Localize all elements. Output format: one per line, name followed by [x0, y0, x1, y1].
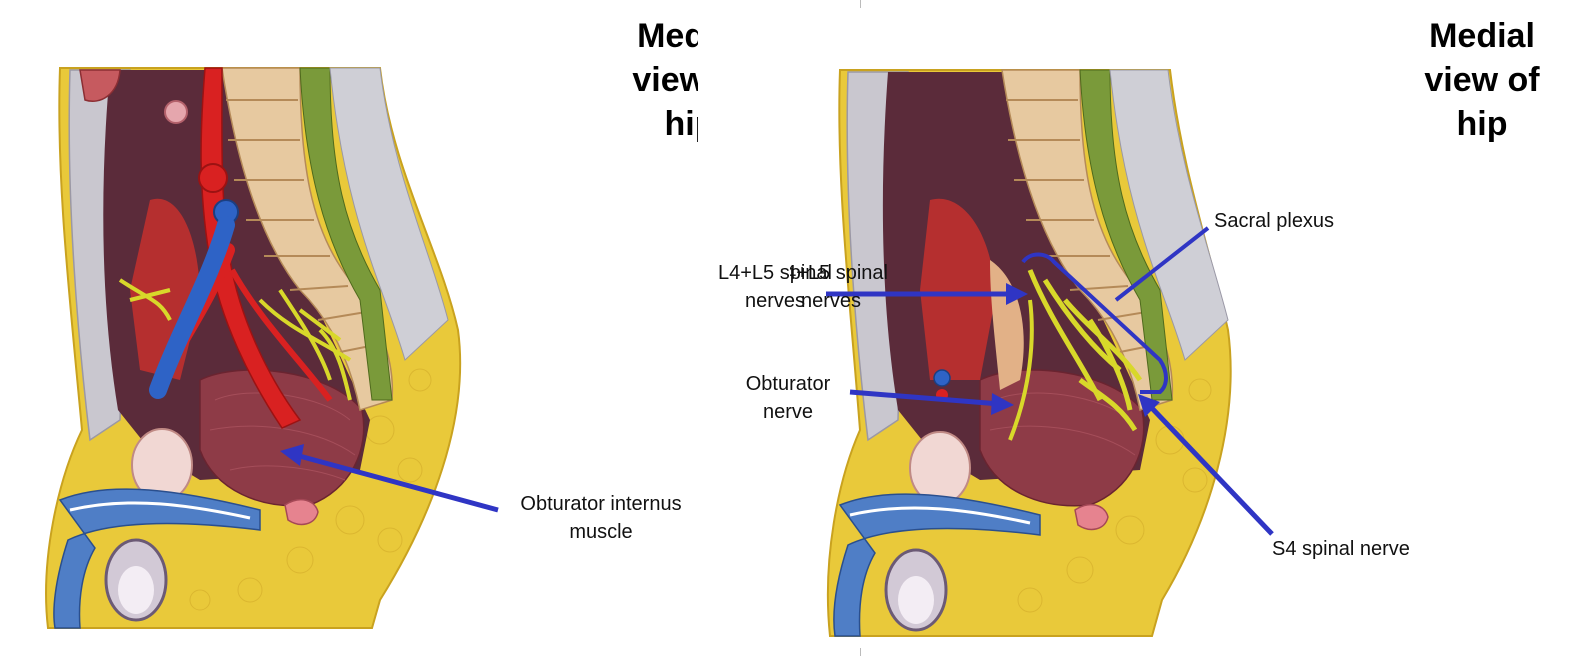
iliac-vein — [149, 216, 235, 399]
label-l4-l5-line-2: nerves — [800, 290, 862, 312]
label-obturator-nerve-line-2: nerve — [762, 401, 814, 423]
label-l4-l5-final: L4+L5 spinal nerves — [700, 259, 850, 315]
arrow-obturator-nerve — [849, 389, 1001, 407]
label-s4-spinal-nerve: S4 spinal nerve — [1272, 538, 1410, 560]
obturator-nerve — [1008, 299, 1034, 441]
label-obturator-nerve-final: Obturator nerve — [728, 370, 848, 426]
left-title-line-3: hip — [664, 105, 699, 143]
label-l4-l5-spinal-nerves: L4+L5 spinal nerves — [790, 259, 956, 315]
label-sacral-plexus: Sacral plexus — [1214, 210, 1335, 232]
left-title-line-1: Medial — [637, 17, 698, 55]
psoas-muscle — [920, 198, 995, 380]
right-title-line-1: Medial — [1429, 17, 1535, 55]
label-obturator-internus-line-2: muscle — [569, 521, 633, 543]
obturator-internus-region — [199, 369, 365, 507]
top-tick-mark — [860, 0, 861, 8]
label-l4-l5-line-1: L4+L5 spinal — [790, 262, 888, 284]
label-obturator-nerve-line-1: Obturator — [745, 373, 831, 395]
label-obturator-internus-line-1: Obturator internus — [520, 493, 682, 515]
arrow-s4 — [1146, 402, 1274, 536]
sacral-plexus-nerves — [118, 278, 352, 401]
left-panel: Medial view of hip Obturator internus mu… — [0, 0, 698, 660]
spinal-canal — [299, 67, 393, 401]
sacral-plexus-outline — [1021, 252, 1168, 394]
left-title-line-2: view of — [632, 61, 698, 99]
arrow-sacral-plexus — [1114, 226, 1210, 302]
right-title: Medial view of hip — [1416, 14, 1548, 146]
left-title: Medial view of hip — [630, 14, 698, 146]
left-anatomy-illustration — [45, 67, 499, 629]
arrow-obturator-internus — [291, 451, 499, 513]
penis — [53, 488, 261, 629]
label-obturator-internus-muscle: Obturator internus muscle — [508, 490, 694, 546]
label-l4-l5-final-line-1: L4+L5 spinal — [718, 262, 832, 284]
posterior-tissue — [329, 67, 449, 361]
bottom-tick-mark — [860, 648, 861, 656]
label-l4-l5-final-line-2: nerves — [744, 290, 806, 312]
anal-canal — [284, 498, 319, 526]
right-panel: Medial view of hip Sacral plexus L4+L5 s… — [790, 0, 1582, 660]
sacral-plexus-nerves — [1027, 269, 1143, 432]
right-title-line-3: hip — [1456, 105, 1508, 143]
right-anatomy-illustration — [826, 69, 1274, 637]
right-title-line-2: view of — [1424, 61, 1540, 99]
